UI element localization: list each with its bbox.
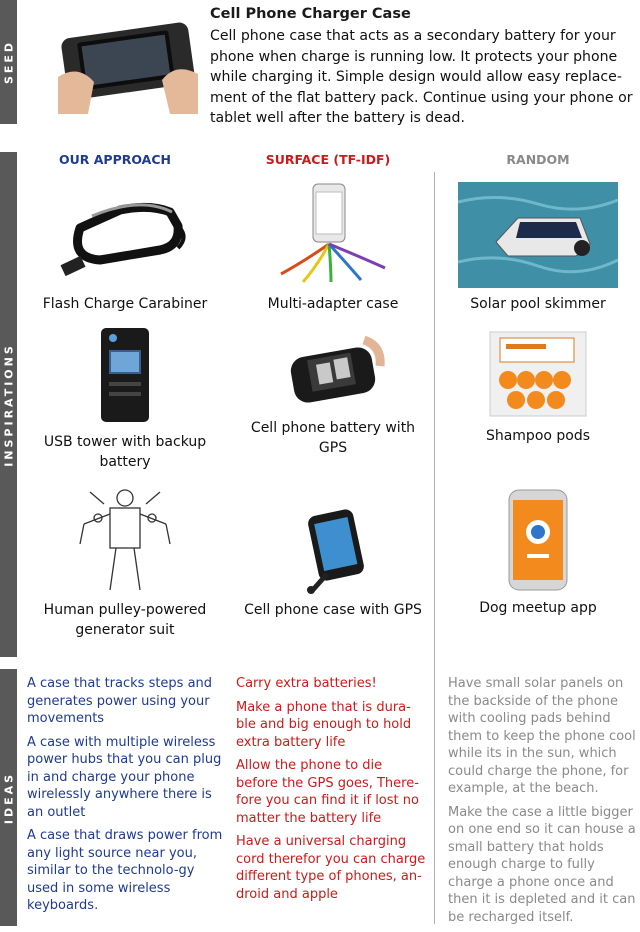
inspiration-caption: Cell phone battery with GPS: [250, 420, 416, 456]
usb-tower-image: [101, 328, 149, 422]
idea-text: Have small solar panels on the backside …: [448, 676, 636, 796]
inspirations-sidebar-label: INSPIRATIONS: [2, 342, 15, 467]
inspiration-caption: Solar pool skimmer: [470, 296, 606, 312]
inspiration-tile: USB tower with backup battery: [30, 326, 220, 472]
idea-text: A case that draws power from any light s…: [27, 828, 223, 913]
seed-sidebar: SEED: [0, 0, 17, 124]
inspiration-caption: Human pulley-powered generator suit: [43, 602, 207, 638]
inspiration-tile: Human pulley-powered generator suit: [30, 484, 220, 640]
pulley-suit-drawing: [79, 489, 171, 591]
carabiner-image: [60, 202, 186, 277]
inspiration-caption: Multi-adapter case: [267, 296, 399, 312]
column-header-approach: OUR APPROACH: [59, 152, 171, 167]
seed-description: Cell phone case that acts as a secondary…: [210, 28, 633, 126]
inspiration-tile: Dog meetup app: [443, 488, 633, 618]
seed-title: Cell Phone Charger Case: [210, 6, 411, 22]
shampoo-pods-image: [489, 331, 587, 417]
idea-text: Make the case a little bigger on one end…: [448, 804, 636, 925]
ideas-sidebar: IDEAS: [0, 669, 17, 926]
ideas-random: Have small solar panels on the backside …: [448, 675, 638, 932]
dog-meetup-app-image: [508, 489, 568, 591]
idea-text: A case that tracks steps and generates p…: [27, 676, 213, 726]
inspirations-sidebar: INSPIRATIONS: [0, 152, 17, 657]
inspiration-tile: Flash Charge Carabiner: [30, 188, 220, 314]
seed-sidebar-label: SEED: [2, 39, 15, 85]
column-divider: [434, 172, 435, 924]
inspiration-caption: USB tower with backup battery: [43, 434, 207, 470]
ideas-approach: A case that tracks steps and generates p…: [27, 675, 227, 921]
multi-adapter-case-image: [280, 183, 386, 283]
inspiration-caption: Cell phone case with GPS: [244, 602, 422, 618]
idea-text: Make a phone that is dura-ble and big en…: [236, 699, 412, 750]
inspiration-caption: Shampoo pods: [485, 428, 591, 444]
ideas-surface: Carry extra batteries! Make a phone that…: [236, 675, 428, 909]
inspiration-tile: Multi-adapter case: [238, 182, 428, 314]
inspiration-tile: Shampoo pods: [443, 328, 633, 446]
pool-skimmer-image: [458, 182, 618, 288]
inspiration-tile: Solar pool skimmer: [443, 182, 633, 314]
idea-text: A case with multiple wireless power hubs…: [27, 734, 222, 820]
seed-phone-case-photo: [58, 2, 198, 114]
inspiration-tile: Cell phone battery with GPS: [238, 332, 428, 458]
gps-phone-case-image: [307, 509, 364, 594]
gps-battery-image: [290, 335, 385, 403]
inspiration-caption: Dog meetup app: [479, 600, 597, 616]
inspiration-tile: Cell phone case with GPS: [238, 508, 428, 620]
idea-text: Have a universal charging cord therefor …: [236, 834, 426, 902]
idea-text: Allow the phone to die before the GPS go…: [236, 758, 419, 826]
inspiration-caption: Flash Charge Carabiner: [42, 296, 208, 312]
column-header-surface: SURFACE (TF-IDF): [265, 152, 391, 167]
idea-text: Carry extra batteries!: [236, 676, 377, 691]
ideas-sidebar-label: IDEAS: [2, 771, 15, 824]
column-header-random: RANDOM: [506, 152, 570, 167]
